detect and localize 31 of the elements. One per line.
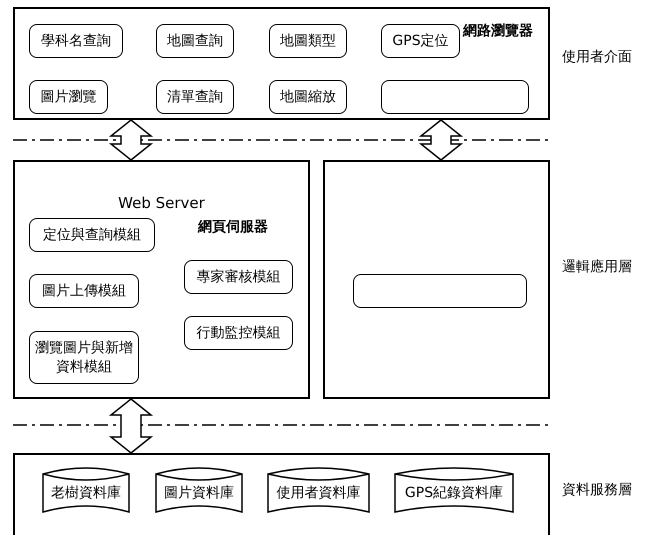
layer-label: 邏輯應用層 [562,258,632,276]
double-arrow [418,119,464,161]
layer-label: 資料服務層 [562,481,632,499]
module-box: GPS定位 [381,24,460,58]
panel-caption: 網路瀏覽器 [463,22,533,40]
database-label: 老樹資料庫 [51,484,121,502]
double-arrow [108,398,154,454]
module-box: 專家審核模組 [184,260,293,294]
layer-panel [13,160,310,399]
module-box: 學科名查詢 [29,24,123,58]
panel-title: Web Server [117,194,206,212]
layer-panel [13,453,550,535]
database-label: 圖片資料庫 [164,484,234,502]
layer-panel [13,7,550,120]
module-box: 瀏覽圖片與新增資料模組 [29,331,139,384]
layer-label: 使用者介面 [562,48,632,66]
double-arrow [108,119,154,161]
module-box: 地圖類型 [269,24,347,58]
module-box: 圖片瀏覽 [29,80,108,114]
module-box: 定位與查詢模組 [29,218,155,252]
module-box [381,80,529,114]
layer-panel [323,160,550,399]
module-box: 地圖縮放 [269,80,347,114]
module-box: 地圖查詢 [156,24,234,58]
panel-caption: 網頁伺服器 [198,218,268,236]
database-label: 使用者資料庫 [276,484,360,502]
module-box: 清單查詢 [156,80,234,114]
module-box: 圖片上傳模組 [29,274,139,308]
database-label: GPS紀錄資料庫 [404,484,504,502]
module-box: 行動監控模組 [184,316,293,350]
module-box [353,274,527,308]
